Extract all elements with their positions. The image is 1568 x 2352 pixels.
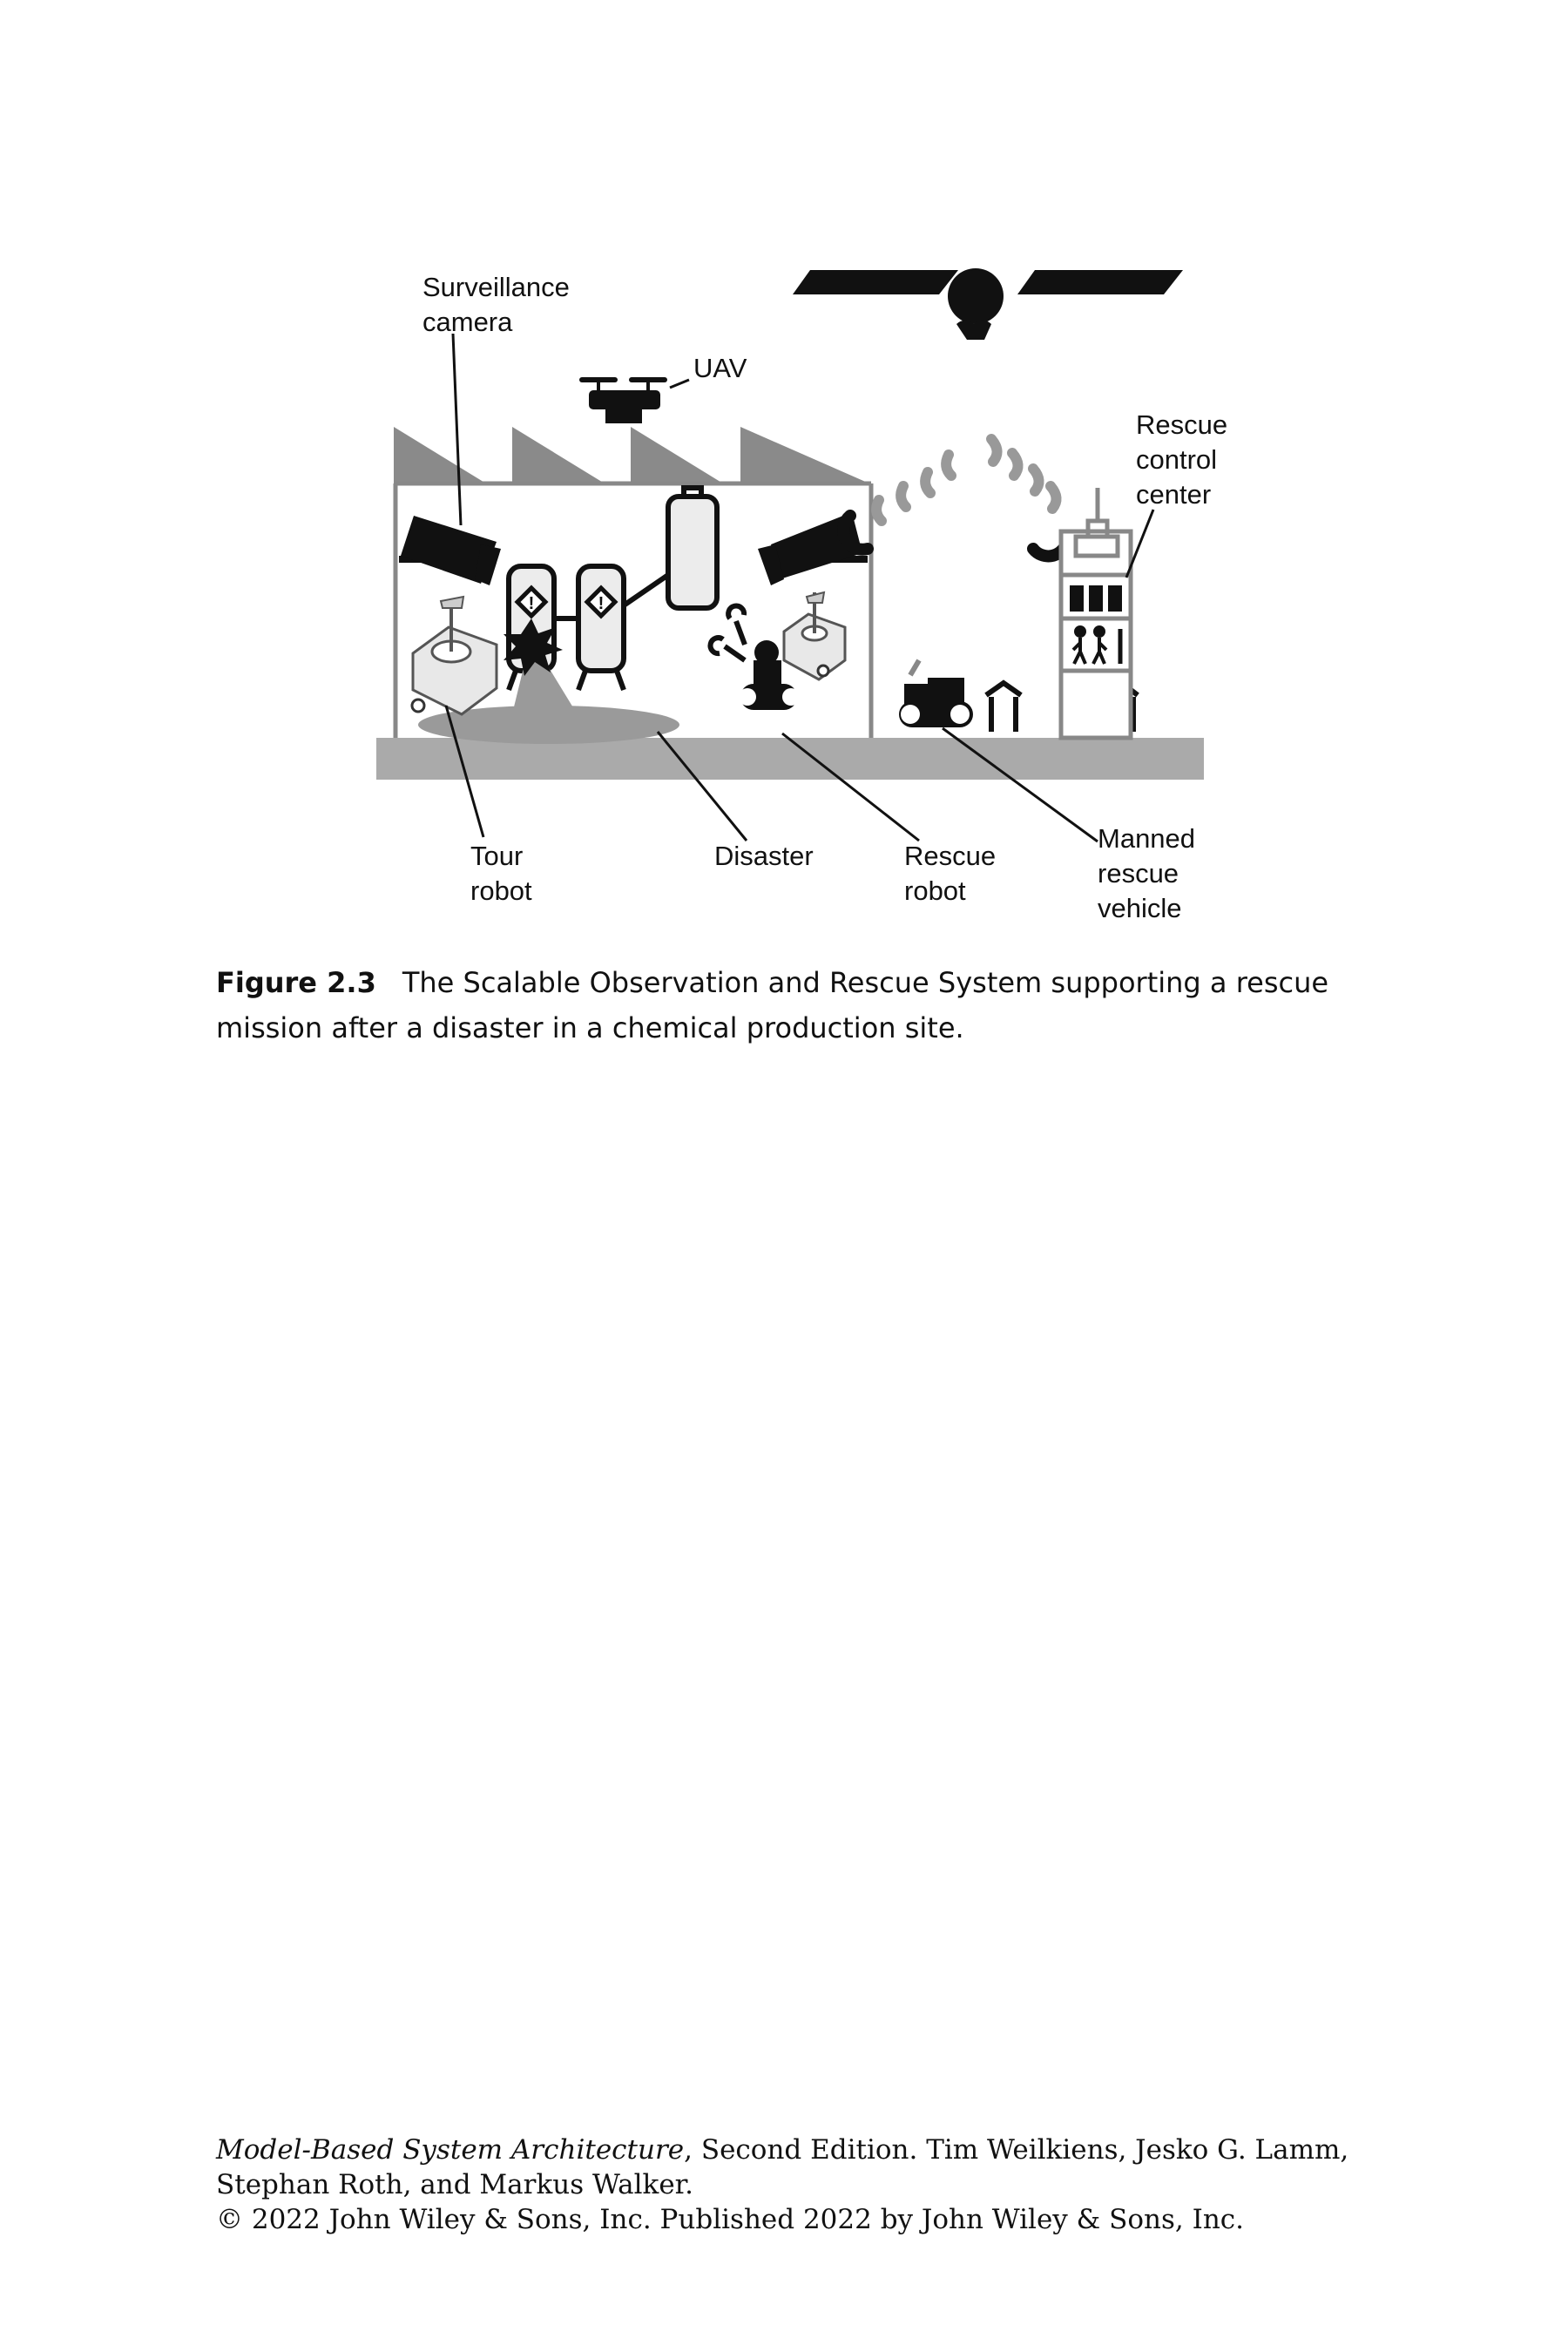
manned-rescue-vehicle-icon	[899, 659, 973, 727]
satellite-icon	[793, 268, 1183, 340]
rescue-system-figure: ! !	[331, 244, 1272, 941]
label-manned-rescue-vehicle: Manned rescue vehicle	[1098, 823, 1203, 923]
disaster-explosion-icon	[418, 618, 679, 744]
figure-number: Figure 2.3	[216, 966, 376, 999]
footer-authors: , Second Edition. Tim Weilkiens, Jesko G…	[684, 2134, 1349, 2166]
factory-roof	[394, 427, 869, 483]
copyright-footer: Model-Based System Architecture, Second …	[216, 2132, 1366, 2237]
footer-line-1: Model-Based System Architecture, Second …	[216, 2132, 1366, 2167]
surveillance-camera-left-icon	[399, 516, 501, 585]
label-disaster: Disaster	[714, 841, 814, 871]
caption-text: The Scalable Observation and Rescue Syst…	[216, 966, 1329, 1044]
tour-robot-right-icon	[782, 591, 847, 681]
label-surveillance-camera: Surveillance camera	[422, 272, 578, 337]
label-uav: UAV	[693, 353, 747, 383]
uav-icon	[579, 377, 667, 423]
label-rescue-robot: Rescue robot	[904, 841, 1004, 906]
leader-lines	[444, 333, 1155, 843]
ground-strip	[376, 738, 1204, 780]
tour-robot-left-icon	[410, 595, 498, 716]
label-rescue-control-center: Rescue control center	[1136, 409, 1235, 510]
rescue-control-center-icon	[1058, 488, 1133, 740]
rescue-robot-icon	[707, 603, 800, 710]
svg-text:!: !	[529, 594, 535, 613]
footer-copyright: © 2022 John Wiley & Sons, Inc. Published…	[216, 2204, 1245, 2235]
svg-text:!: !	[598, 594, 605, 613]
label-tour-robot: Tour robot	[470, 841, 532, 906]
figure-illustration: ! !	[376, 268, 1235, 923]
footer-line-2: Stephan Roth, and Markus Walker.	[216, 2169, 693, 2200]
book-title: Model-Based System Architecture	[216, 2134, 685, 2166]
signal-waves-icon	[837, 434, 1072, 563]
factory-walls	[393, 481, 874, 738]
